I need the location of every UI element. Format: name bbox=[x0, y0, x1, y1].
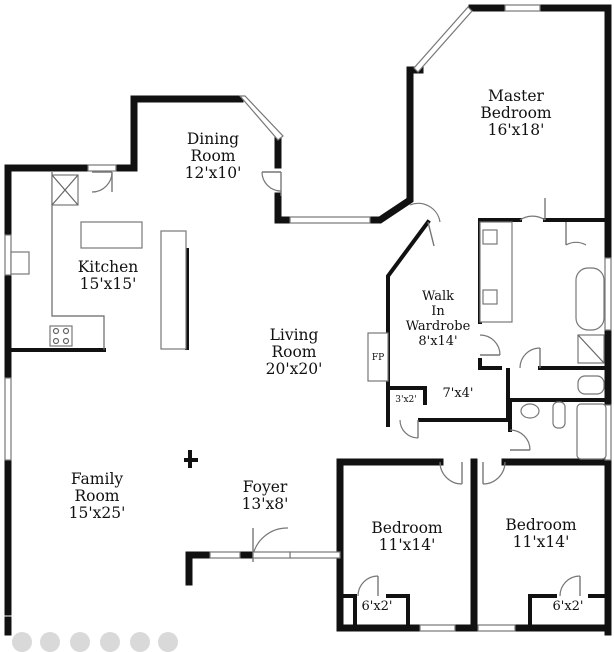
toilet-hall bbox=[552, 401, 566, 429]
wardrobe-size: 8'x14' bbox=[418, 334, 457, 349]
dining-room-name-2: Room bbox=[190, 147, 235, 165]
family-room-name-2: Room bbox=[74, 487, 119, 505]
bedroom-right-size: 11'x14' bbox=[513, 533, 570, 551]
doors bbox=[91, 171, 587, 597]
wardrobe-name-2: In bbox=[431, 304, 445, 319]
hall-sink bbox=[520, 403, 540, 419]
closet-right-size: 6'x2' bbox=[552, 599, 583, 614]
kitchen-name: Kitchen bbox=[78, 258, 139, 276]
kitchen-fixtures bbox=[10, 172, 187, 350]
fireplace: FP bbox=[367, 332, 389, 382]
kitchen-size: 15'x15' bbox=[80, 275, 137, 293]
dining-room-name-1: Dining bbox=[187, 130, 239, 148]
master-bedroom-size: 16'x18' bbox=[488, 121, 545, 139]
cooktop bbox=[49, 325, 73, 347]
living-room-name-2: Room bbox=[271, 343, 316, 361]
wardrobe-name-3: Wardrobe bbox=[406, 319, 471, 334]
toilet-master bbox=[577, 375, 605, 395]
room-labels: Master Bedroom 16'x18' Dining Room 12'x1… bbox=[69, 87, 584, 614]
bedroom-right-name: Bedroom bbox=[505, 516, 577, 534]
living-room-name-1: Living bbox=[270, 326, 319, 344]
foyer-name: Foyer bbox=[243, 478, 288, 496]
bedroom-left-name: Bedroom bbox=[371, 519, 443, 537]
kitchen-counter bbox=[160, 230, 187, 350]
fireplace-label: FP bbox=[372, 353, 384, 363]
interior-walls bbox=[8, 218, 612, 632]
wardrobe-name-1: Walk bbox=[422, 289, 454, 304]
kitchen-sink bbox=[10, 251, 30, 275]
family-room-size: 15'x25' bbox=[69, 504, 126, 522]
closet-3x2-size: 3'x2' bbox=[395, 395, 416, 405]
hall-tub bbox=[576, 403, 607, 460]
living-room-size: 20'x20' bbox=[266, 360, 323, 378]
watermark-logo bbox=[12, 632, 178, 652]
bath-fixtures bbox=[479, 221, 607, 460]
closet-left-size: 6'x2' bbox=[361, 599, 392, 614]
kitchen-island bbox=[80, 221, 143, 249]
bathtub bbox=[575, 267, 605, 331]
foyer-size: 13'x8' bbox=[242, 495, 289, 513]
master-bedroom-name-2: Bedroom bbox=[480, 104, 552, 122]
bedroom-left-size: 11'x14' bbox=[379, 536, 436, 554]
closet-7x4-size: 7'x4' bbox=[442, 386, 473, 401]
master-bedroom-name-1: Master bbox=[488, 87, 544, 105]
dining-room-size: 12'x10' bbox=[185, 164, 242, 182]
family-room-name-1: Family bbox=[71, 470, 124, 488]
